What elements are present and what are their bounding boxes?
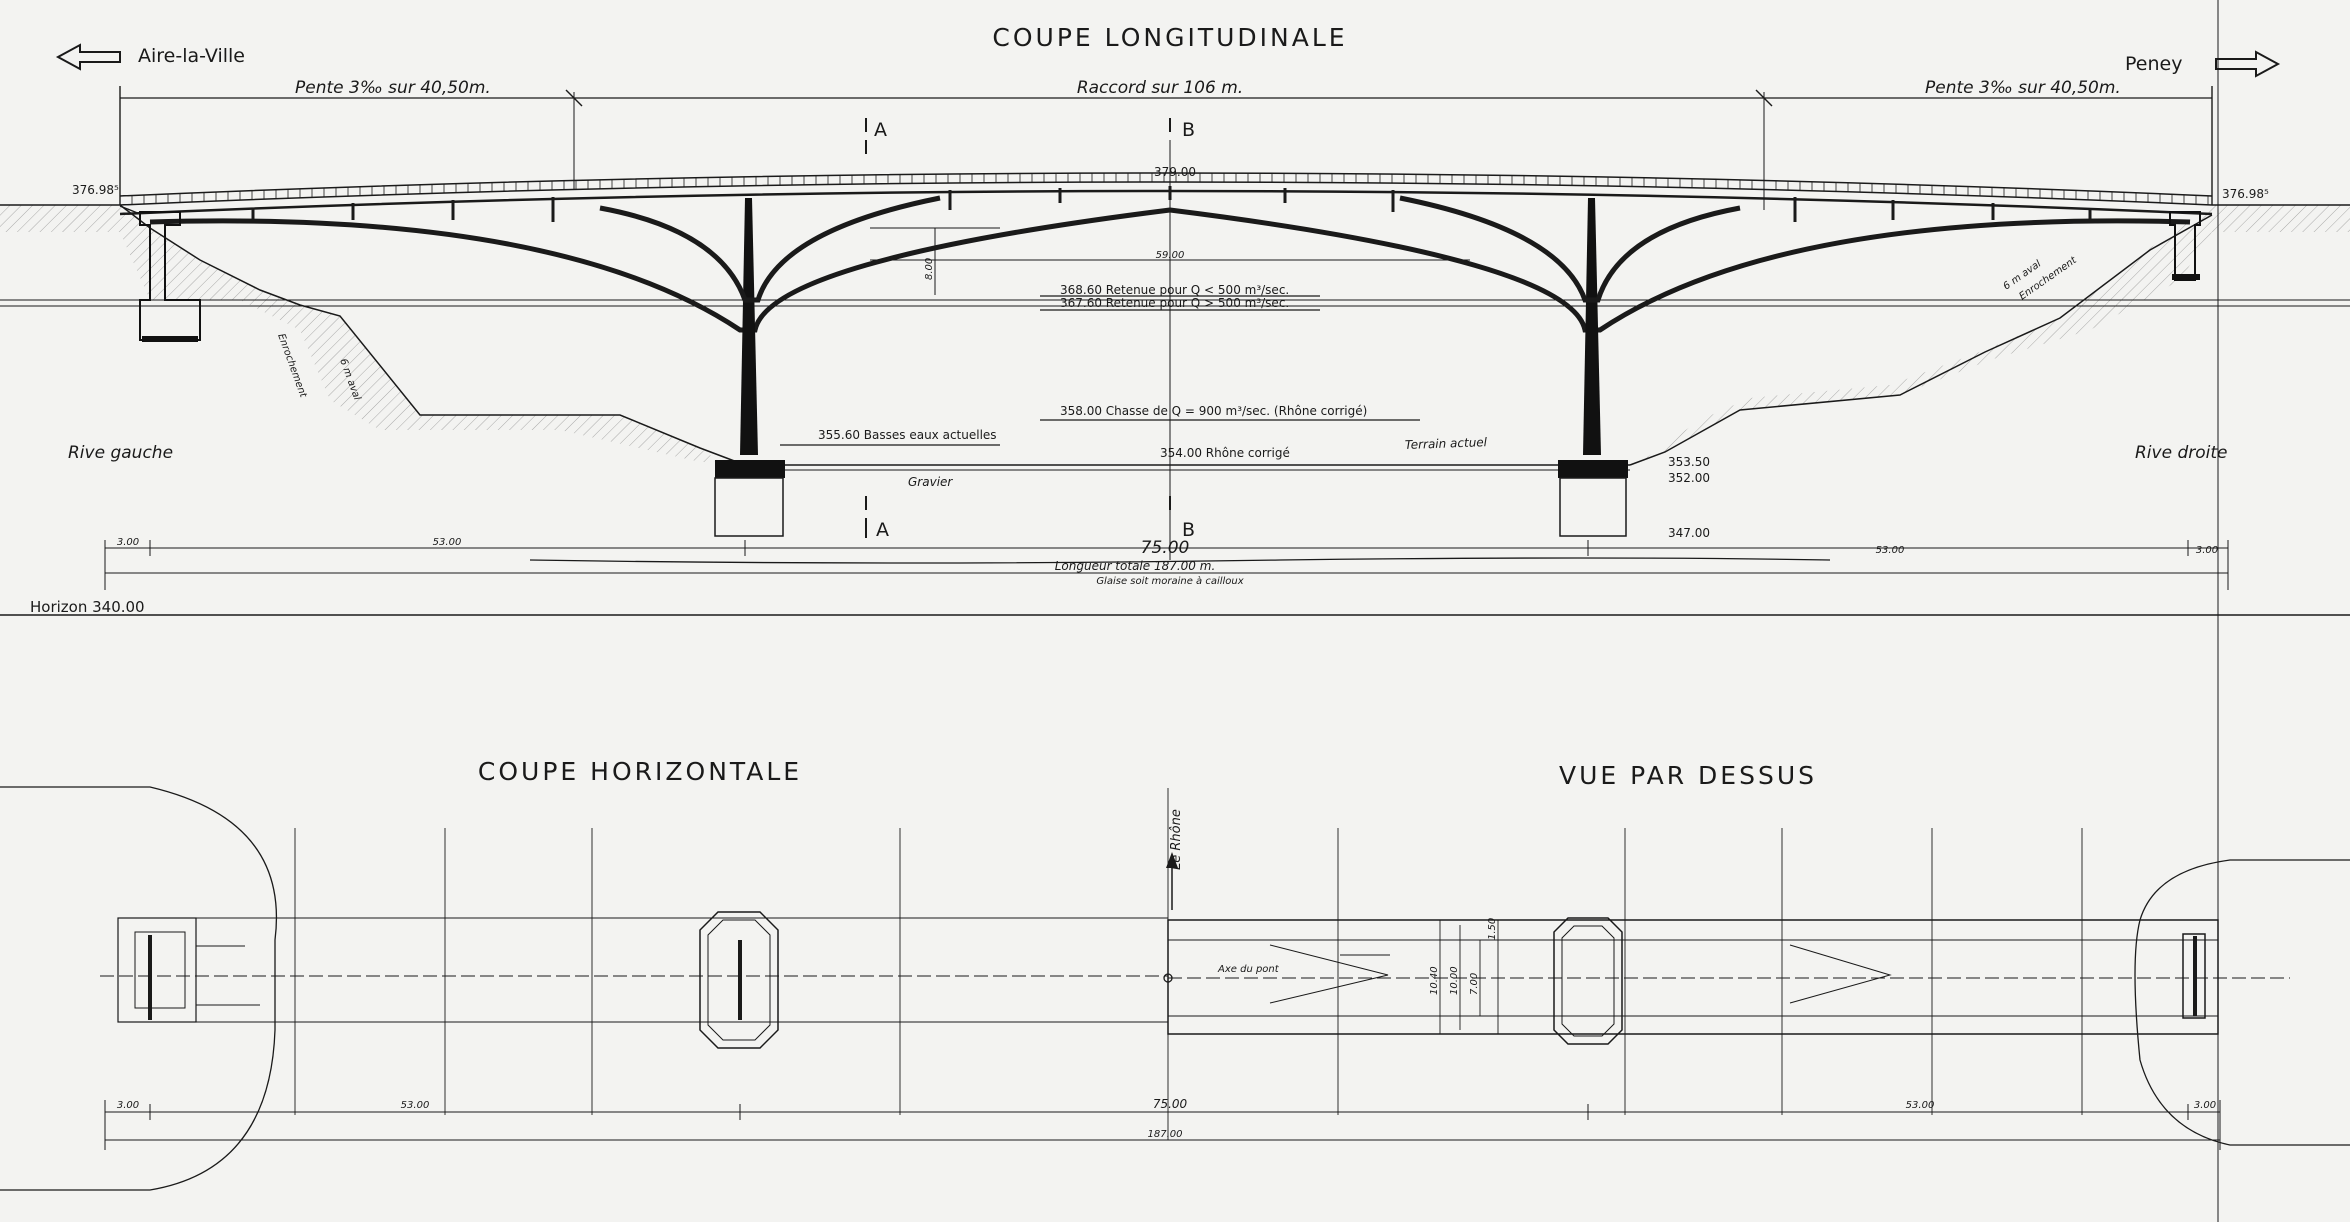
slope-center-label: Raccord sur 106 m. [1077, 78, 1243, 98]
bridge-axis-label: Axe du pont [1217, 964, 1280, 975]
top-view-title: VUE PAR DESSUS [1559, 761, 1817, 790]
slope-right-label: Pente 3‰ sur 40,50m. [1925, 78, 2121, 98]
right-abutment-elevation: 376.98⁵ [2222, 187, 2269, 201]
terrain-label: Terrain actuel [1405, 435, 1488, 452]
section-a-bottom-label: A [876, 519, 889, 541]
dim-end-left: 3.00 [117, 537, 139, 548]
width-dimensions [1439, 920, 1499, 1034]
pier-347-label: 347.00 [1668, 526, 1710, 540]
dim-side-left: 53.00 [433, 537, 462, 548]
right-direction-label: Peney [2125, 53, 2182, 75]
horizon-label: Horizon 340.00 [30, 598, 145, 616]
bridge-deck [119, 172, 2213, 216]
plan-dim-end-right: 3.00 [2194, 1100, 2216, 1111]
arch-height-dimension [870, 227, 1470, 295]
plan-dimension-line [104, 1100, 2221, 1150]
arch-height-label: 8.00 [924, 258, 935, 280]
dim-end-right: 3.00 [2196, 545, 2218, 556]
right-bank-label: Rive droite [2135, 443, 2228, 463]
rhone-corrected-label: 354.00 Rhône corrigé [1160, 446, 1290, 460]
width-dim-4: 1.50 [1487, 918, 1498, 940]
left-bank-outline [0, 786, 277, 1191]
low-water-label: 355.60 Basses eaux actuelles [818, 428, 997, 442]
pier-352-label: 352.00 [1668, 471, 1710, 485]
deck-railing [119, 173, 2209, 205]
slope-dimension-line [119, 86, 2213, 210]
width-dim-3: 7.00 [1469, 973, 1480, 995]
plan-dim-total: 187.00 [1148, 1129, 1183, 1140]
crown-elevation: 379.00 [1154, 165, 1196, 179]
longitudinal-dimension-line [104, 540, 2229, 590]
river-label: Le Rhône [1169, 809, 1184, 870]
plan-dim-end-left: 3.00 [117, 1100, 139, 1111]
arch-span-label: 59.00 [1156, 250, 1185, 261]
river-arrow [1166, 852, 1178, 910]
right-direction-arrow [2215, 50, 2281, 78]
plan-dim-side-left: 53.00 [401, 1100, 430, 1111]
longitudinal-title: COUPE LONGITUDINALE [992, 23, 1347, 52]
right-pier [1399, 195, 1741, 537]
left-direction-arrow [55, 43, 121, 71]
left-bank-label: Rive gauche [68, 443, 173, 463]
left-abutment [119, 205, 201, 342]
right-bank-outline [2134, 859, 2350, 1146]
section-b-top-label: B [1182, 119, 1195, 141]
retention-high-label: 367.60 Retenue pour Q > 500 m³/sec. [1060, 296, 1289, 310]
section-b-bottom-label: B [1182, 519, 1195, 541]
left-abutment-elevation: 376.98⁵ [72, 183, 119, 197]
flush-label: 358.00 Chasse de Q = 900 m³/sec. (Rhône … [1060, 404, 1367, 418]
slope-left-label: Pente 3‰ sur 40,50m. [295, 78, 491, 98]
horizontal-section [100, 911, 1168, 1049]
left-direction-label: Aire-la-Ville [138, 45, 245, 67]
left-pier [599, 195, 941, 537]
horizontal-title: COUPE HORIZONTALE [478, 757, 802, 786]
deck-hangers [251, 186, 2092, 222]
gravel-label: Gravier [908, 475, 953, 489]
clay-label: Glaise soit moraine à cailloux [1096, 575, 1243, 587]
retention-low-label: 368.60 Retenue pour Q < 500 m³/sec. [1060, 283, 1289, 297]
width-dim-1: 10.40 [1429, 966, 1440, 995]
right-abutment [2169, 211, 2201, 281]
section-a-top-label: A [874, 119, 887, 141]
total-length-label: Longueur totale 187.00 m. [1055, 559, 1216, 573]
width-dim-2: 10.00 [1449, 966, 1460, 995]
dim-side-right: 53.00 [1876, 545, 1905, 556]
pier-353-label: 353.50 [1668, 455, 1710, 469]
water-levels [0, 295, 2350, 471]
dim-main: 75.00 [1141, 538, 1190, 558]
plan-dim-main: 75.00 [1153, 1097, 1188, 1111]
plan-dim-side-right: 53.00 [1906, 1100, 1935, 1111]
